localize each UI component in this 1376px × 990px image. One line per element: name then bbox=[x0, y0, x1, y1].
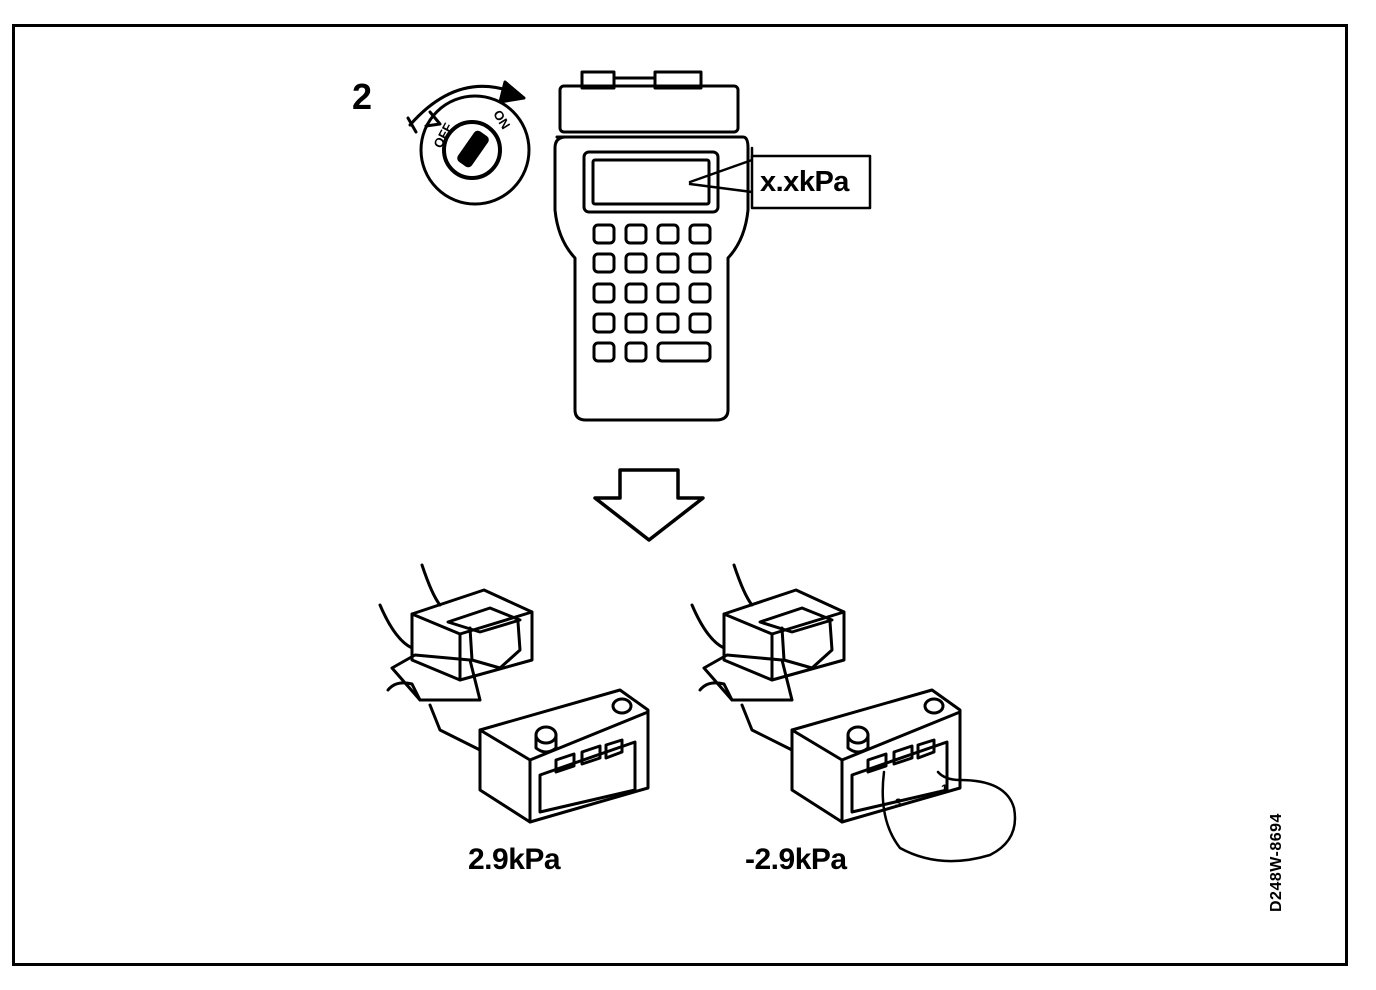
step-number: 2 bbox=[352, 76, 373, 117]
jumper-wire bbox=[881, 770, 1017, 863]
figure-frame bbox=[12, 24, 1348, 966]
pin-label-1: 1 bbox=[941, 782, 948, 796]
figure-code: D248W-8694 bbox=[1268, 813, 1285, 912]
connector-left-icon bbox=[378, 563, 650, 824]
connector-right-icon bbox=[690, 563, 962, 824]
connector-right-value: -2.9kPa bbox=[745, 843, 847, 876]
readout-callout bbox=[688, 146, 872, 210]
down-arrow-icon bbox=[593, 468, 705, 542]
connector-left-value: 2.9kPa bbox=[468, 843, 561, 876]
tester-readout: x.xkPa bbox=[760, 166, 849, 198]
ignition-switch-icon bbox=[406, 80, 531, 206]
scan-tool-icon bbox=[553, 70, 750, 422]
pin-label-3: 3 bbox=[895, 796, 902, 810]
